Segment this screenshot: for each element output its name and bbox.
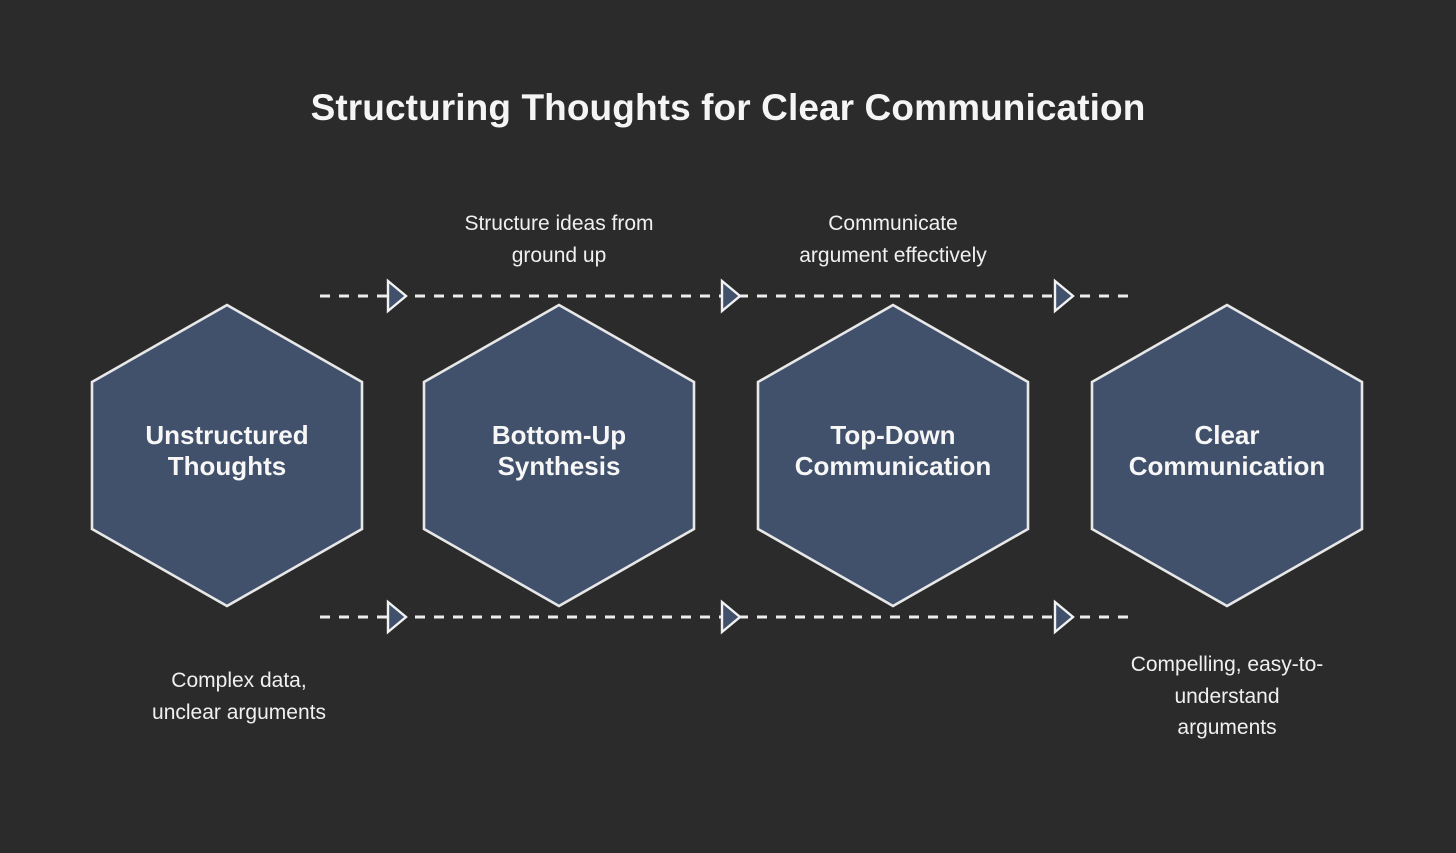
hexagon-node-bottom-up[interactable] [422,303,696,608]
top-connector-line [320,279,1135,313]
bottom-arrowhead-2 [720,600,742,634]
caption-label-compelling-arguments: Compelling, easy-to- understand argument… [1130,653,1324,739]
edge-label-communicate-argument: Communicate argument effectively [799,212,987,267]
bottom-arrowhead-3 [1053,600,1075,634]
hexagon-node-clear[interactable] [1090,303,1364,608]
bottom-connector-line [320,600,1135,634]
page-title: Structuring Thoughts for Clear Communica… [310,87,1146,128]
top-arrowhead-3 [1053,279,1075,313]
top-arrowhead-1 [386,279,408,313]
bottom-arrowhead-1 [386,600,408,634]
hexagon-node-unstructured[interactable] [90,303,364,608]
caption-label-complex-data: Complex data, unclear arguments [152,669,326,724]
edge-label-structure-ideas: Structure ideas from ground up [464,212,654,267]
hexagon-node-top-down[interactable] [756,303,1030,608]
top-arrowhead-2 [720,279,742,313]
